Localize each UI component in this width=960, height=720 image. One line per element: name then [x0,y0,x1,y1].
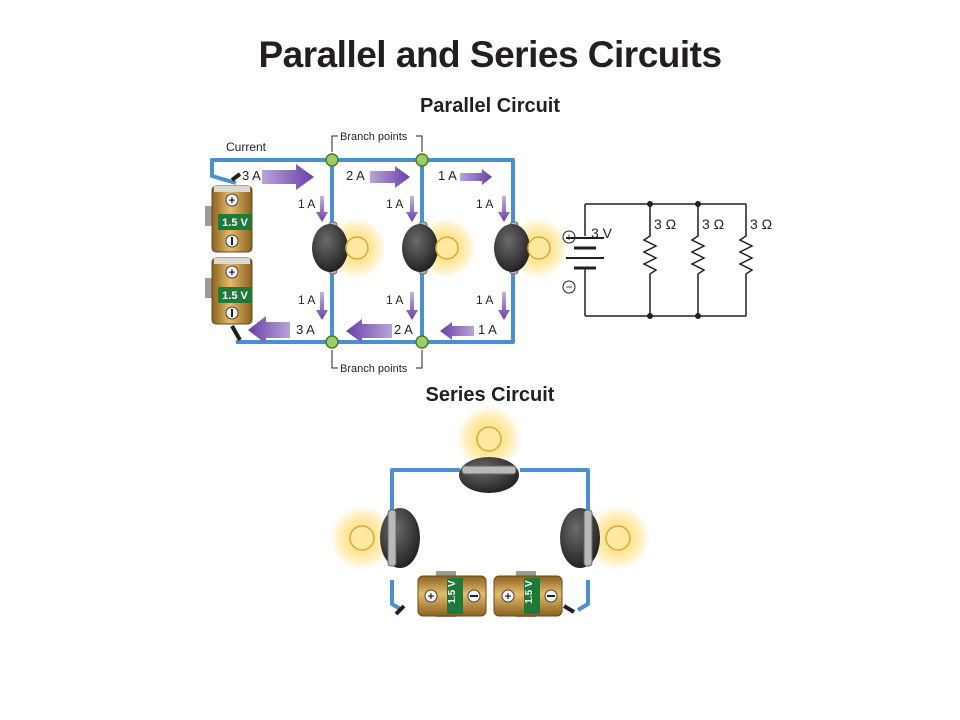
current-arrow-down [316,292,328,320]
bulb-icon [527,236,551,260]
current-arrow-down [498,292,510,320]
minus-icon [470,595,478,597]
minus-icon [231,309,233,317]
current-value: 1 A [438,168,457,183]
series-circuit-heading: Series Circuit [425,384,555,406]
current-value: 1 A [386,197,403,211]
parallel-bulb-2 [402,218,476,278]
current-value: 1 A [476,197,493,211]
series-bulb-top [457,406,521,493]
branch-node [325,335,339,349]
parallel-circuit-heading: Parallel Circuit [419,95,561,117]
page-title: Parallel and Series Circuits [258,34,722,75]
current-arrow-left [346,319,392,343]
bulb-icon [345,236,369,260]
minus-circle-icon [562,280,576,294]
current-arrow-right [460,169,492,185]
resistor-label: 3 Ω [750,216,772,232]
current-arrow-down [316,196,328,222]
plus-icon: + [229,195,235,207]
battery-voltage-label: 1.5 V [222,290,248,302]
schematic-labels: + − 3 V 3 Ω 3 Ω 3 Ω [565,216,772,294]
battery-voltage-label: 1.5 V [447,580,458,604]
series-circuit: + 1.5 V + 1.5 V [330,406,650,617]
current-value: 2 A [346,168,365,183]
top-current-arrows: 3 A 2 A 1 A [242,164,492,190]
parallel-bulb-1 [312,218,386,278]
plus-icon: + [428,591,434,603]
branch-node [415,153,429,167]
branch-point-nodes [325,153,429,349]
series-wires [390,468,590,612]
branch-points-bracket-top [331,135,423,152]
current-value: 1 A [478,322,497,337]
branch-points-label-top: Branch points [340,131,408,143]
parallel-battery-1: + 1.5 V [205,172,253,253]
plus-icon: + [229,267,235,279]
current-arrow-down [498,196,510,222]
current-value: 2 A [394,322,413,337]
parallel-battery-2: + 1.5 V [205,257,253,341]
minus-icon [547,595,555,597]
parallel-schematic [562,203,754,317]
plus-circle-icon [562,230,576,244]
series-bulb-left [330,506,420,570]
current-value: 1 A [386,293,403,307]
bulb-icon [349,525,375,551]
bulb-icon [476,426,502,452]
battery-voltage-label: 1.5 V [222,217,248,229]
resistor-label: 3 Ω [654,216,676,232]
battery-voltage-label: 1.5 V [524,580,535,604]
current-arrow-left [440,322,474,340]
current-arrow-right [370,166,410,188]
current-value: 3 A [296,322,315,337]
branch-points-bracket-bottom [331,350,423,369]
current-arrow-right [262,164,314,190]
minus-icon [231,237,233,245]
current-value: 1 A [476,293,493,307]
branch-node [415,335,429,349]
plus-icon: + [505,591,511,603]
current-value: 3 A [242,168,261,183]
current-arrow-down [406,292,418,320]
plus-sign: + [566,232,572,244]
bulb-icon [435,236,459,260]
series-bulb-right [560,506,650,570]
resistor-label: 3 Ω [702,216,724,232]
branch-current-labels: 1 A 1 A 1 A 1 A 1 A 1 A [298,197,493,307]
current-value: 1 A [298,293,315,307]
branch-node [325,153,339,167]
parallel-bulb-3 [494,218,568,278]
series-battery-1: + 1.5 V [394,571,487,617]
parallel-circuit: Branch points Branch points Current 3 A … [205,131,568,375]
current-value: 1 A [298,197,315,211]
series-battery-2: + 1.5 V [493,571,576,617]
current-label: Current [226,140,267,154]
bulb-icon [605,525,631,551]
voltage-label: 3 V [591,225,613,241]
bottom-current-arrows: 3 A 2 A 1 A [248,316,497,344]
schematic-nodes [647,201,701,319]
branch-current-arrows [316,196,510,320]
branch-points-label-bottom: Branch points [340,363,408,375]
minus-sign: − [565,280,572,294]
current-arrow-down [406,196,418,222]
current-arrow-left [248,316,290,344]
